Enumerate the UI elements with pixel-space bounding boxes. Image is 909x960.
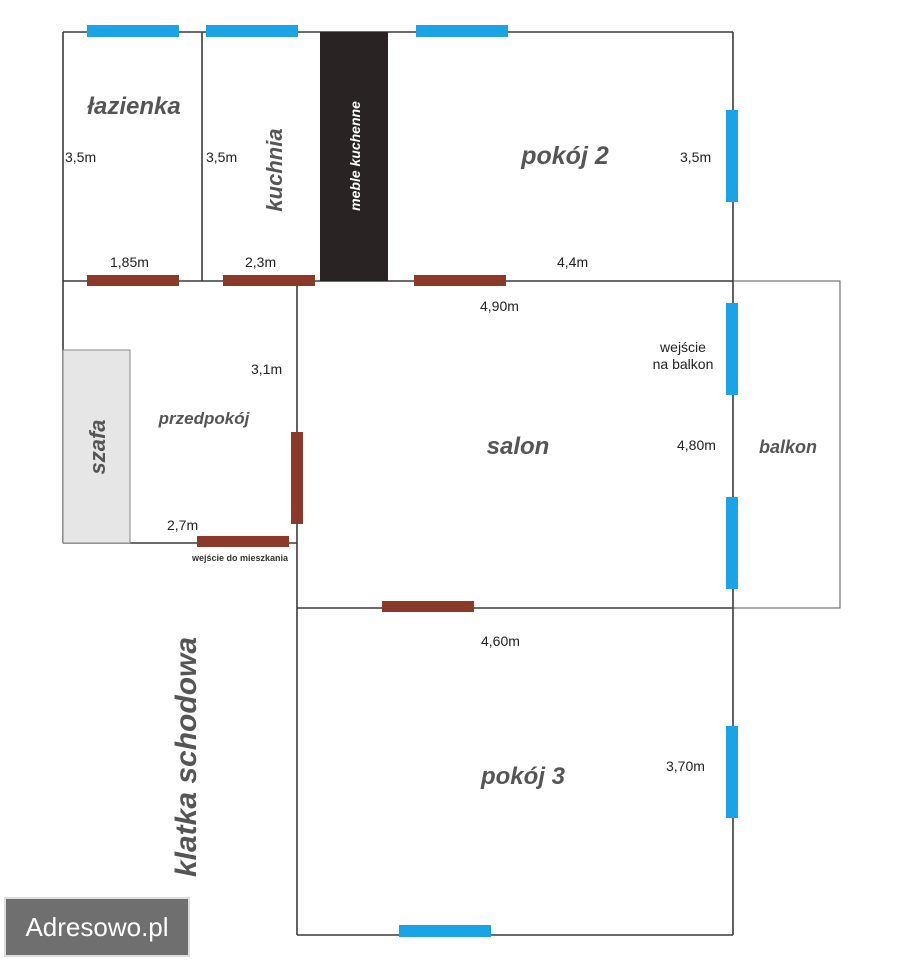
room-label-lazienka: łazienka <box>87 93 180 120</box>
dim-przedpokoj-width: 2,7m <box>167 517 198 533</box>
dim-salon-top: 4,90m <box>480 298 519 314</box>
door-pokoj2 <box>414 275 506 286</box>
door-kuchnia <box>223 275 315 286</box>
door-apartment-entry <box>197 536 289 547</box>
room-label-pokoj3: pokój 3 <box>480 763 566 790</box>
room-label-przedpokoj: przedpokój <box>158 409 251 428</box>
window-pokoj3-bottom <box>399 925 491 937</box>
dim-salon-height: 4,80m <box>677 437 716 453</box>
windows <box>87 25 738 937</box>
stairwell-label: klatka schodowa <box>170 637 203 877</box>
window-pokoj2-top <box>416 25 508 37</box>
window-balcony-door <box>726 303 738 395</box>
window-lazienka <box>87 25 179 37</box>
door-lazienka <box>87 275 179 286</box>
window-pokoj2-right <box>726 110 738 202</box>
dim-lazienka-width: 1,85m <box>110 254 149 270</box>
room-label-kuchnia: kuchnia <box>262 128 287 211</box>
window-salon-right <box>726 497 738 589</box>
dim-lazienka-height: 3,5m <box>65 149 96 165</box>
window-kuchnia <box>206 25 298 37</box>
dim-pokoj3-top: 4,60m <box>481 633 520 649</box>
wardrobe <box>62 349 131 544</box>
apartment-entry-label: wejście do mieszkania <box>191 553 289 563</box>
balcony-entry-label-line1: wejście <box>659 339 706 355</box>
wardrobe-label: szafa <box>85 419 110 474</box>
watermark-logo: Adresowo.pl <box>4 897 190 957</box>
dim-kuchnia-height: 3,5m <box>206 149 237 165</box>
balcony-entry-label-line2: na balkon <box>653 356 714 372</box>
dim-kuchnia-width: 2,3m <box>245 254 276 270</box>
door-pokoj3 <box>382 601 474 612</box>
balcony-outline <box>733 280 841 609</box>
kitchen-furniture-label: meble kuchenne <box>347 101 363 211</box>
window-pokoj3-right <box>726 726 738 818</box>
dim-pokoj2-width: 4,4m <box>557 254 588 270</box>
room-label-salon: salon <box>487 433 550 460</box>
kitchen-furniture <box>320 32 388 281</box>
dim-przedpokoj-height: 3,1m <box>251 361 282 377</box>
dim-pokoj3-height: 3,70m <box>666 758 705 774</box>
doors <box>87 275 506 612</box>
dim-pokoj2-height: 3,5m <box>680 149 711 165</box>
room-label-balkon: balkon <box>759 437 817 457</box>
room-label-pokoj2: pokój 2 <box>520 142 609 170</box>
door-salon-side <box>291 432 303 524</box>
